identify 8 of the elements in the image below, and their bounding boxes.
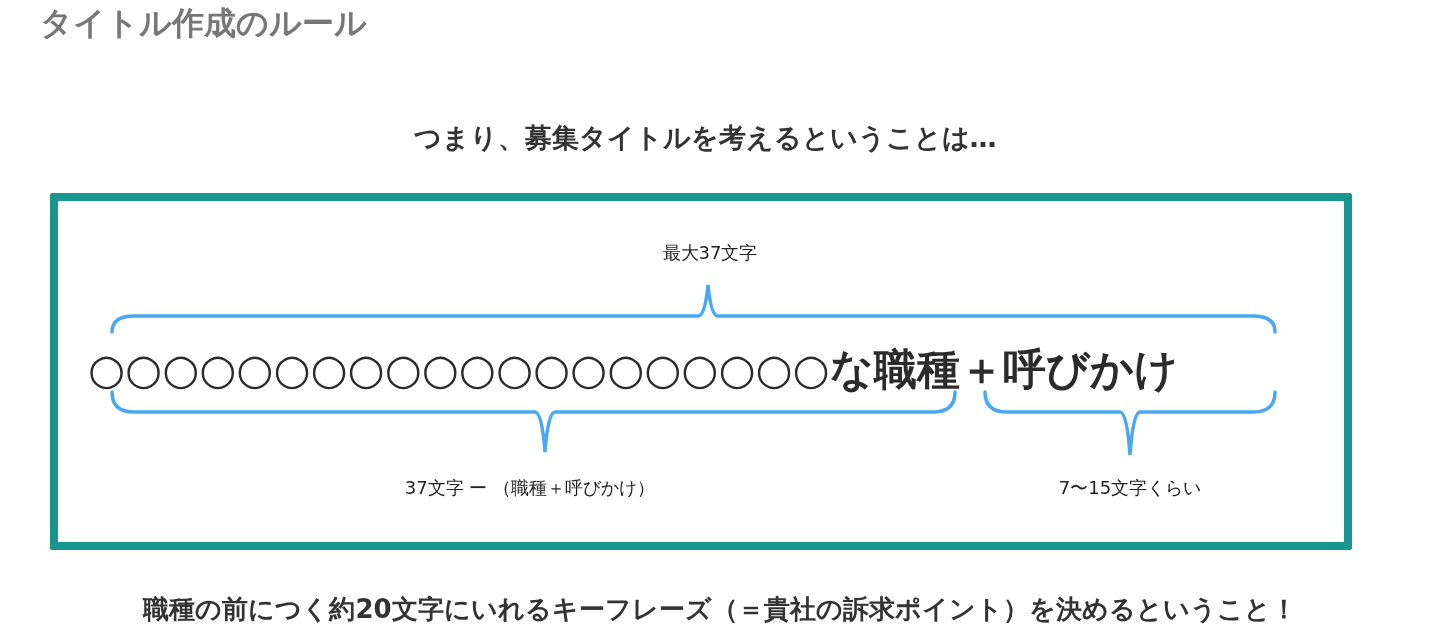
page-title: タイトル作成のルール <box>40 3 367 44</box>
title-pattern: ○○○○○○○○○○○○○○○○○○○○な職種＋呼びかけ <box>88 344 1178 396</box>
note-text: つまり、募集タイトルを考えるということは… <box>412 121 998 155</box>
size-label: 最大37文字 <box>661 241 759 265</box>
size-label: 37文字 ー （職種＋呼びかけ） <box>403 476 657 500</box>
note-text: 職種の前につく約20文字にいれるキーフレーズ（＝貴社の訴求ポイント）を決めるということ！ <box>141 593 1298 626</box>
size-label: 7〜15文字くらい <box>1057 476 1203 500</box>
frame-box <box>50 193 1352 550</box>
